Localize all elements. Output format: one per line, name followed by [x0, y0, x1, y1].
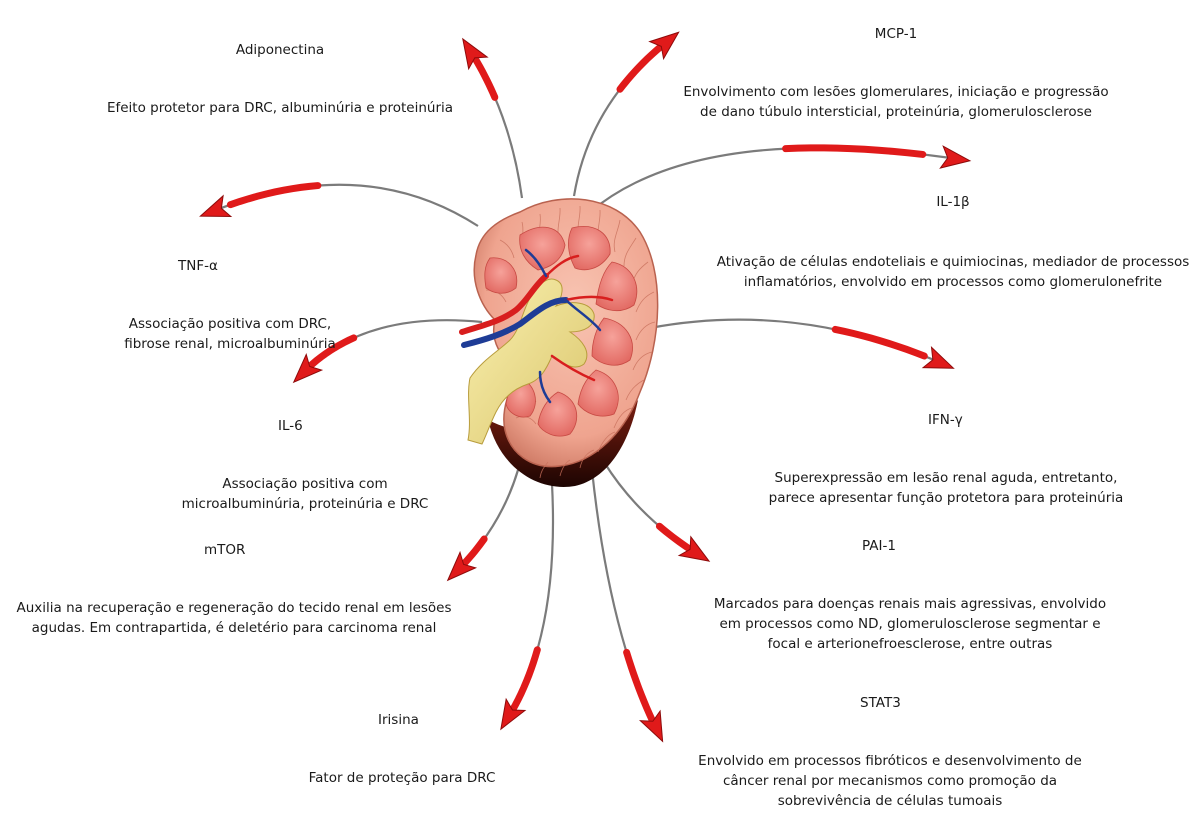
- mediator-il1b: IL-1β Ativação de células endoteliais e …: [710, 172, 1196, 312]
- arrow-tnfa: [200, 185, 478, 226]
- arrow-pai1: [604, 462, 709, 561]
- arrow-shaft: [835, 329, 924, 356]
- arrow-stem: [592, 470, 660, 736]
- arrow-stem: [650, 320, 948, 366]
- mediator-ifng: IFN-γ Superexpressão em lesão renal agud…: [746, 390, 1146, 528]
- mediator-tnfa: TNF-α Associação positiva com DRC, fibro…: [80, 236, 380, 374]
- arrow-ifng: [650, 320, 954, 369]
- mediator-mtor: mTOR Auxilia na recuperação e regeneraçã…: [8, 520, 460, 658]
- arrow-adiponectina: [463, 39, 522, 198]
- arrow-shaft: [659, 526, 694, 552]
- mediator-name: TNF-α: [80, 256, 380, 276]
- mediator-name: STAT3: [690, 693, 1090, 713]
- mediator-description: Fator de proteção para DRC: [296, 768, 508, 788]
- mediator-name: PAI-1: [700, 536, 1120, 556]
- arrow-stem: [504, 484, 553, 724]
- mediator-irisina: Irisina Fator de proteção para DRC: [296, 690, 508, 808]
- arrow-irisina: [501, 484, 553, 729]
- mediator-description: Auxilia na recuperação e regeneração do …: [8, 598, 460, 638]
- mediator-mcp1: MCP-1 Envolvimento com lesões glomerular…: [676, 4, 1116, 142]
- mediator-adiponectina: Adiponectina Efeito protetor para DRC, a…: [100, 20, 460, 138]
- arrow-shaft: [230, 186, 317, 205]
- mediator-name: IFN-γ: [746, 410, 1146, 430]
- mediator-name: Irisina: [296, 710, 508, 730]
- mediator-description: Envolvimento com lesões glomerulares, in…: [676, 82, 1116, 122]
- mediator-description: Marcados para doenças renais mais agress…: [700, 594, 1120, 654]
- mediator-description: Associação positiva com DRC, fibrose ren…: [80, 314, 380, 354]
- mediator-name: Adiponectina: [100, 40, 460, 60]
- kidney-icon: [462, 199, 658, 487]
- arrow-shaft: [786, 148, 923, 155]
- mediator-pai1: PAI-1 Marcados para doenças renais mais …: [700, 516, 1120, 674]
- arrow-shaft: [473, 55, 495, 98]
- arrow-stem: [466, 44, 522, 198]
- mediator-name: MCP-1: [676, 24, 1116, 44]
- mediator-stat3: STAT3 Envolvido em processos fibróticos …: [690, 673, 1090, 831]
- mediator-name: IL-6: [160, 416, 450, 436]
- arrow-stem: [206, 185, 478, 226]
- mediator-description: Efeito protetor para DRC, albuminúria e …: [100, 98, 460, 118]
- mediator-description: Envolvido em processos fibróticos e dese…: [690, 751, 1090, 811]
- arrow-stat3: [592, 470, 663, 741]
- mediator-name: IL-1β: [710, 192, 1196, 212]
- mediator-description: Ativação de células endoteliais e quimio…: [710, 252, 1196, 292]
- mediator-description: Superexpressão em lesão renal aguda, ent…: [746, 468, 1146, 508]
- arrow-shaft: [627, 652, 653, 720]
- arrow-shaft: [513, 650, 538, 710]
- arrow-stem: [604, 462, 704, 558]
- mediator-name: mTOR: [8, 540, 460, 560]
- arrow-shaft: [620, 46, 661, 89]
- mediator-il6: IL-6 Associação positiva com microalbumi…: [160, 396, 450, 534]
- mediator-description: Associação positiva com microalbuminúria…: [160, 474, 450, 514]
